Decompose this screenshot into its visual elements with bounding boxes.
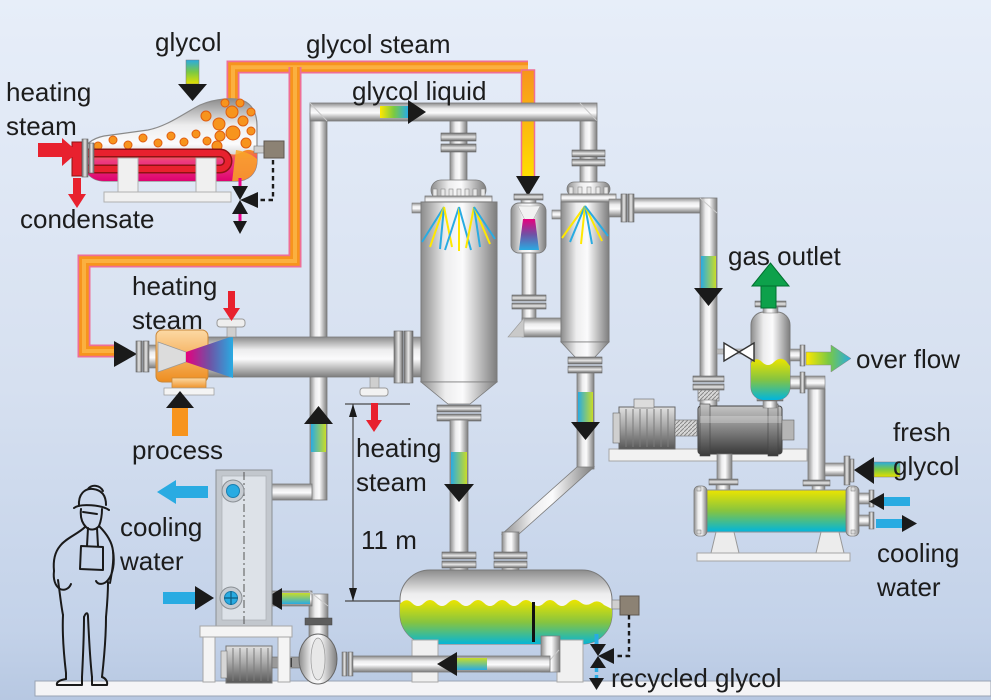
steam-ejector: [135, 291, 423, 436]
process-arrow-shaft: [172, 408, 188, 436]
drain-valve-handwheel: [359, 387, 389, 397]
vacuum-pump-separator-cooler: [608, 262, 917, 562]
flow-down-arrow-icon: [694, 288, 723, 306]
flow-right-arrow-icon: [408, 100, 426, 124]
sensor-signal-line: [614, 615, 631, 658]
plate-heat-exchanger: [157, 406, 333, 683]
hx-stand: [199, 625, 293, 638]
glycol-feed-arrow-shaft: [185, 59, 200, 85]
boiling-bubbles: [93, 98, 256, 152]
fresh-glycol-marker: [873, 461, 901, 478]
glycol-feed-arrow-icon: [178, 84, 207, 101]
valve-icon: [723, 341, 755, 363]
cooling-water-in-arrow-icon: [869, 493, 884, 510]
condensate-arrow-shaft: [73, 178, 81, 194]
glycol-liquid-piping: [263, 100, 598, 501]
downflow-marker: [451, 452, 467, 484]
fresh-glycol-arrow-icon: [854, 457, 874, 484]
tank-support: [556, 639, 584, 683]
three-way-valve-icon: [232, 186, 258, 214]
evaporator-leg: [195, 157, 217, 196]
cooling-water-out-shaft: [176, 486, 208, 498]
flow-marker: [282, 593, 310, 604]
cooling-water-in-arrow-icon: [195, 586, 214, 610]
cooling-water-out-arrow-icon: [902, 515, 917, 532]
upflow-marker: [311, 422, 326, 452]
separator-liquid: [751, 358, 790, 400]
dimension-arrow-down-icon: [349, 588, 357, 601]
over-flow-arrow-icon: [805, 344, 852, 373]
condensate-arrow-icon: [68, 194, 86, 208]
cooling-water-in-shaft: [884, 497, 910, 506]
flow-down-arrow-icon: [571, 422, 600, 440]
ejector-discharge-pipe: [204, 336, 396, 378]
evaporator-base: [103, 191, 232, 203]
glycol-cooler: [705, 489, 848, 533]
knurled-coupling: [675, 420, 697, 436]
hard-hat: [77, 487, 107, 507]
cooler-leg: [815, 531, 845, 554]
column-shell: [560, 201, 610, 343]
cooler-base: [696, 552, 851, 562]
three-way-valve-icon: [590, 644, 614, 668]
glycol-steam-piping: [77, 60, 540, 367]
heating-steam-arrow-icon: [223, 308, 240, 321]
offgas-pipe: [633, 197, 705, 214]
circulation-pump-group: [220, 588, 561, 685]
cooling-water-out-arrow-icon: [157, 480, 176, 504]
hx-port: [226, 484, 240, 498]
recycled-glycol-arrow-icon: [589, 678, 604, 690]
heating-steam-in-arrow-icon: [38, 138, 78, 166]
height-dimension-line: [345, 403, 410, 602]
sump-tank: [399, 569, 640, 690]
main-spray-column: [411, 120, 499, 583]
tank-liquid: [400, 599, 612, 644]
flow-down-arrow-icon: [444, 484, 474, 502]
downflow-marker: [701, 256, 716, 288]
steam-into-injector-arrow-icon: [516, 176, 540, 196]
ejector-jet-cone: [186, 336, 233, 378]
steam-into-ejector-arrow-icon: [114, 341, 137, 367]
cooling-water-out-shaft: [876, 519, 902, 528]
glycol-liquid-pipe: [309, 102, 598, 122]
dimension-arrow-up-icon: [349, 404, 357, 417]
glycol-steam-injector: [507, 193, 568, 338]
flow-left-arrow-icon: [264, 588, 282, 610]
person-figure: [52, 484, 115, 686]
process-arrow-head-icon: [166, 391, 194, 408]
cooler-leg: [710, 531, 740, 554]
spray-nozzles: [421, 206, 496, 251]
gas-outlet-arrow-icon: [750, 262, 791, 287]
level-gauge: [532, 602, 535, 642]
flow-marker: [457, 658, 487, 670]
evaporator-leg: [117, 157, 139, 196]
heating-coil: [80, 150, 232, 172]
floor: [34, 680, 991, 697]
sensor-signal-line: [258, 160, 275, 202]
glycol-steam-downpipe: [520, 69, 536, 179]
face: [79, 508, 103, 531]
downflow-marker: [578, 392, 593, 422]
separator-drain-pipe: [807, 388, 826, 483]
heating-steam-arrow-icon: [366, 420, 382, 432]
flow-left-arrow-icon: [437, 652, 457, 676]
cooling-water-in-shaft: [163, 592, 195, 604]
level-sensor-box: [263, 140, 285, 159]
spray-nozzles: [561, 205, 609, 245]
injector-jet-cone: [519, 219, 539, 250]
level-sensor-box: [619, 595, 640, 616]
glycol-liquid-flow-marker: [380, 106, 408, 118]
flow-up-arrow-icon: [304, 406, 333, 424]
second-spray-column: [493, 120, 725, 583]
drain-arrow-icon: [233, 221, 247, 234]
evaporator-vessel: [38, 59, 285, 234]
